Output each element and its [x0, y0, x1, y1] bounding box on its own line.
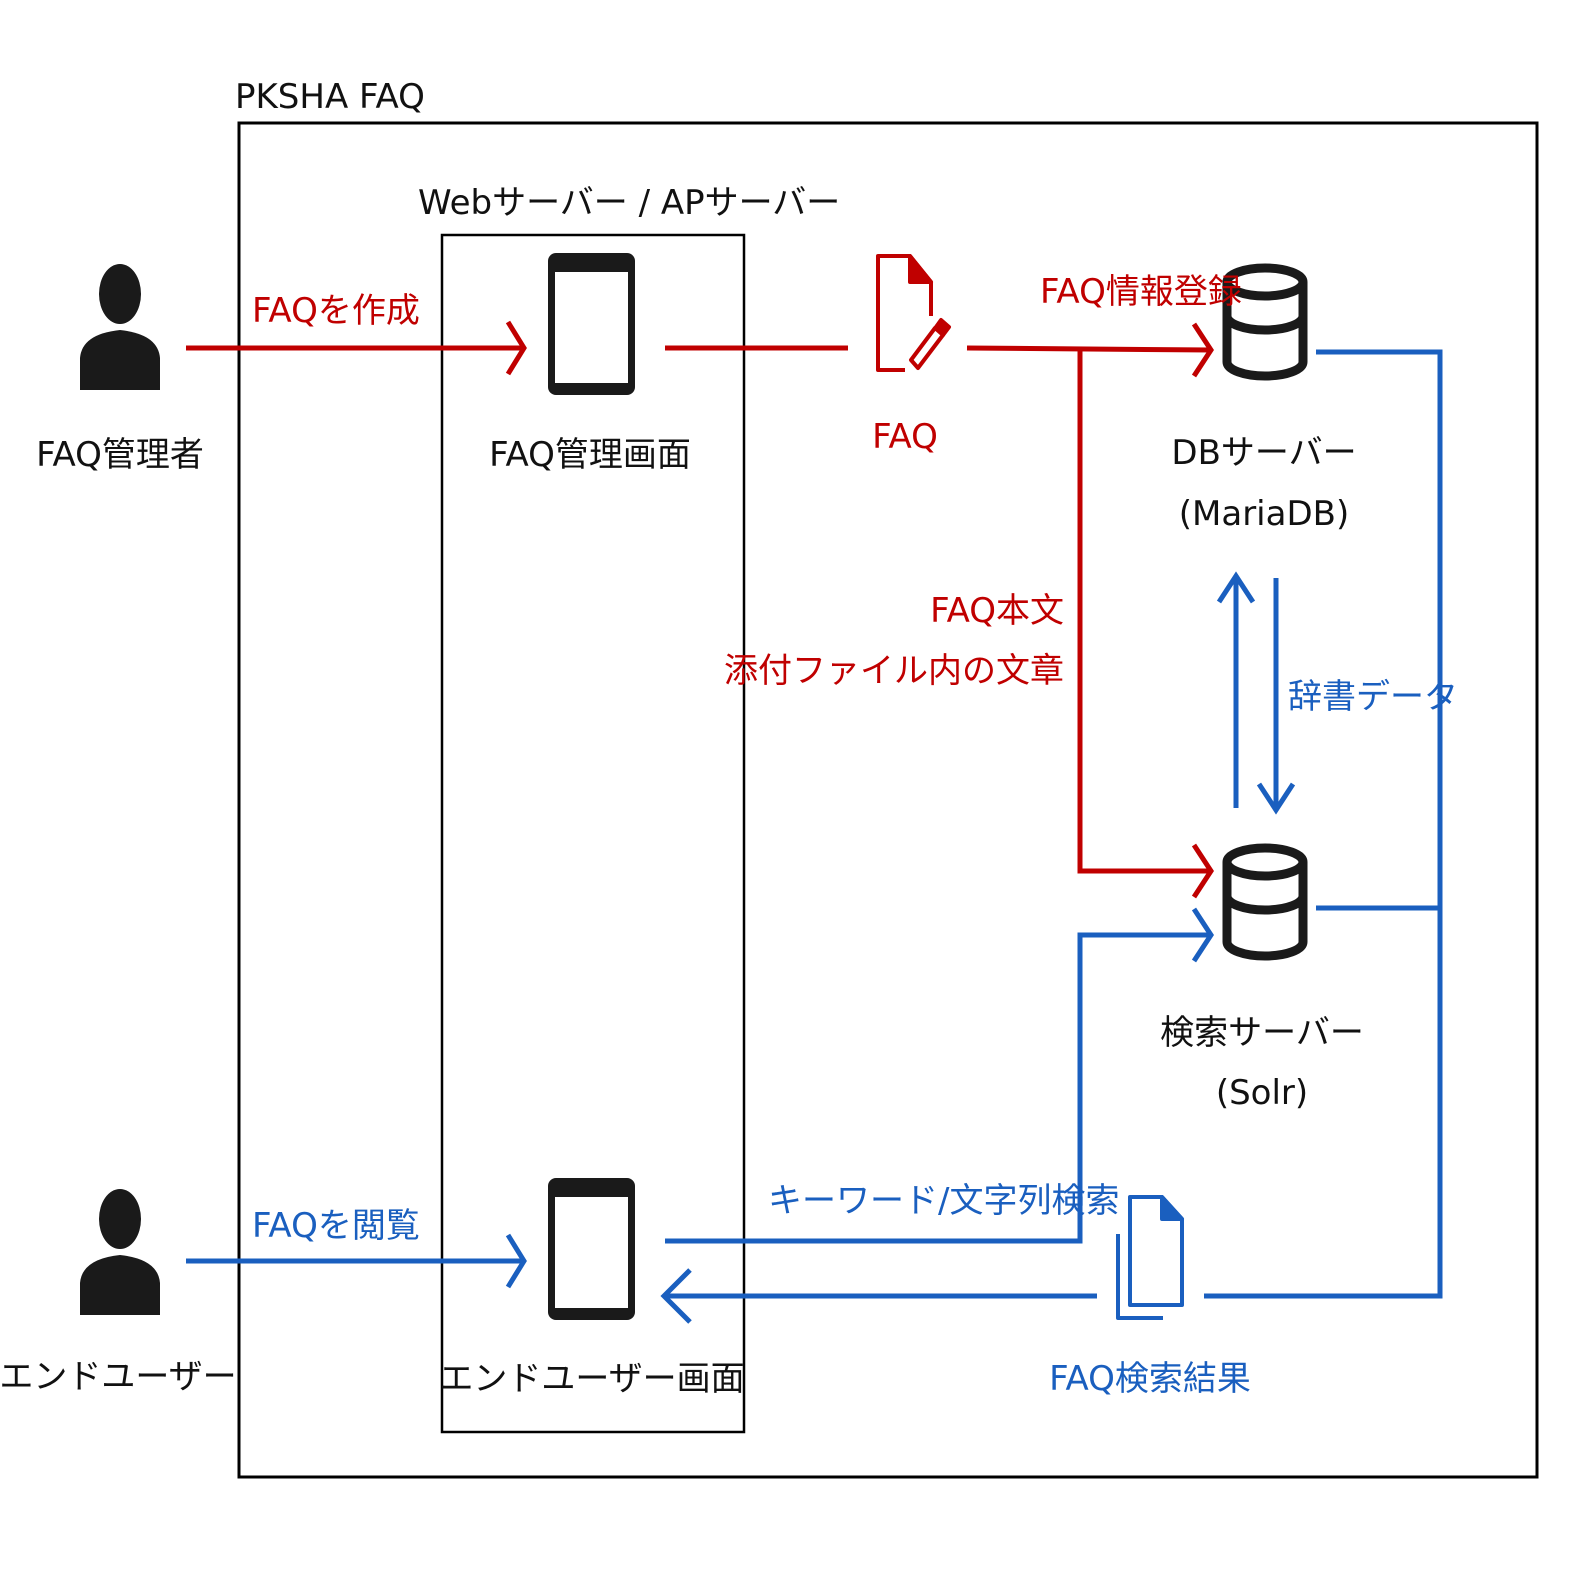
edge-body-branch-line	[1077, 349, 1211, 874]
admin-screen-label: FAQ管理画面	[489, 435, 691, 475]
end-user-screen-label: エンドユーザー画面	[439, 1359, 744, 1399]
edge-dictionary-up-arrowhead	[1216, 571, 1256, 604]
admin-actor-label: FAQ管理者	[36, 435, 204, 475]
search-server-label-line2: (Solr)	[1216, 1073, 1308, 1113]
pksha-faq-frame	[237, 121, 1539, 1479]
tablet-icon[interactable]	[548, 1178, 635, 1320]
faq-document-label: FAQ	[872, 417, 938, 457]
person-icon	[80, 1189, 160, 1315]
edge-view-faq-label: FAQを閲覧	[252, 1206, 420, 1246]
end-user-actor-label: エンドユーザー	[0, 1357, 237, 1397]
edge-dictionary-down-arrowhead	[1256, 782, 1296, 815]
edge-search-result-arrowhead	[660, 1268, 692, 1324]
document-edit-icon	[876, 254, 951, 372]
edge-keyword-search-line	[665, 932, 1211, 1244]
web-ap-server-title: Webサーバー / APサーバー	[418, 183, 840, 223]
edge-dictionary-label: 辞書データ	[1288, 677, 1458, 717]
edge-body-label-line2: 添付ファイル内の文章	[724, 651, 1064, 691]
edge-view-faq-arrowhead	[505, 1233, 527, 1289]
pksha-faq-title: PKSHA FAQ	[235, 77, 425, 117]
search-result-label: FAQ検索結果	[1049, 1359, 1251, 1399]
web-ap-server-frame	[440, 233, 746, 1434]
search-server-label-line1: 検索サーバー	[1160, 1013, 1364, 1053]
edge-keyword-search-label: キーワード/文字列検索	[768, 1181, 1119, 1221]
edge-servers-to-result-line	[1204, 349, 1443, 1299]
edge-create-faq-arrowhead	[505, 320, 527, 376]
person-icon	[80, 264, 160, 390]
edge-body-arrowhead	[1191, 843, 1214, 899]
tablet-icon[interactable]	[548, 253, 635, 395]
edge-create-faq-label: FAQを作成	[252, 291, 420, 331]
database-icon	[1222, 843, 1308, 961]
edge-register-info-label: FAQ情報登録	[1040, 272, 1242, 312]
edge-body-label-line1: FAQ本文	[930, 591, 1064, 631]
db-server-label-line2: (MariaDB)	[1179, 494, 1349, 534]
edge-register-info-arrowhead	[1191, 322, 1214, 378]
database-icon	[1222, 263, 1308, 381]
edge-keyword-search-arrowhead	[1191, 907, 1214, 963]
edge-register-info-line	[966, 345, 1212, 353]
db-server-label-line1: DBサーバー	[1171, 433, 1356, 473]
documents-icon	[1116, 1195, 1184, 1320]
